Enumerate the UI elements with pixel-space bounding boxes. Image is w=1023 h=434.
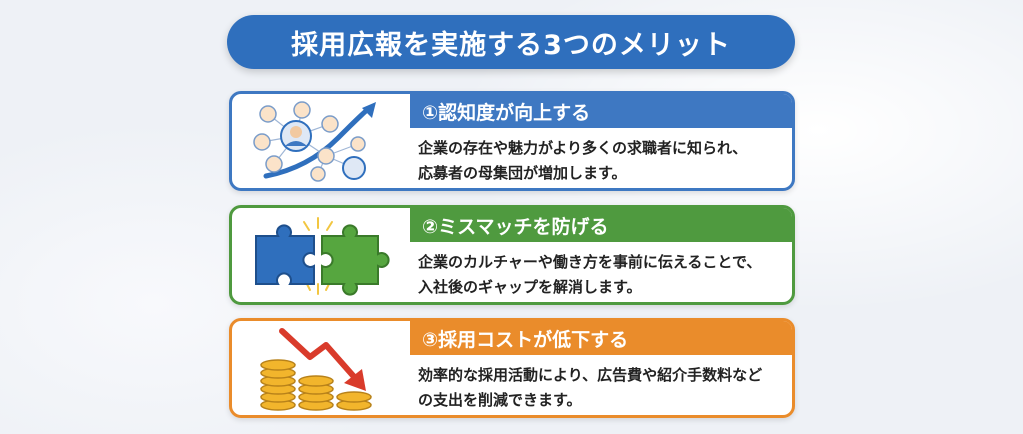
- puzzle-pieces-icon: [238, 212, 398, 300]
- card-description: 企業の存在や魅力がより多くの求職者に知られ、 応募者の母集団が増加します。: [418, 136, 782, 186]
- coins-arrow-down-icon: [238, 325, 398, 413]
- card-heading: ③採用コストが低下する: [422, 328, 629, 351]
- description-line: 効率的な採用活動により、広告費や紹介手数料など: [418, 366, 763, 384]
- card-heading-bar: ③採用コストが低下する: [410, 321, 792, 355]
- description-line: 応募者の母集団が増加します。: [418, 164, 627, 182]
- card-description: 効率的な採用活動により、広告費や紹介手数料など の支出を削減できます。: [418, 363, 782, 413]
- card-heading: ①認知度が向上する: [422, 101, 591, 124]
- people-network-arrow-up-icon: [238, 98, 398, 186]
- description-line: 入社後のギャップを解消します。: [418, 278, 642, 296]
- card-heading-bar: ②ミスマッチを防げる: [410, 208, 792, 242]
- description-line: 企業の存在や魅力がより多くの求職者に知られ、: [418, 139, 748, 157]
- description-line: の支出を削減できます。: [418, 391, 582, 409]
- benefit-card-mismatch: ②ミスマッチを防げる 企業のカルチャーや働き方を事前に伝えることで、 入社後のギ…: [229, 205, 795, 305]
- description-line: 企業のカルチャーや働き方を事前に伝えることで、: [418, 253, 762, 271]
- benefit-card-awareness: ①認知度が向上する 企業の存在や魅力がより多くの求職者に知られ、 応募者の母集団…: [229, 91, 795, 191]
- page-title: 採用広報を実施する3つのメリット: [291, 29, 731, 61]
- card-description: 企業のカルチャーや働き方を事前に伝えることで、 入社後のギャップを解消します。: [418, 250, 782, 300]
- benefit-card-cost: ③採用コストが低下する 効率的な採用活動により、広告費や紹介手数料など の支出を…: [229, 318, 795, 418]
- title-banner: 採用広報を実施する3つのメリット: [227, 15, 795, 69]
- card-heading-bar: ①認知度が向上する: [410, 94, 792, 128]
- card-heading: ②ミスマッチを防げる: [422, 215, 609, 238]
